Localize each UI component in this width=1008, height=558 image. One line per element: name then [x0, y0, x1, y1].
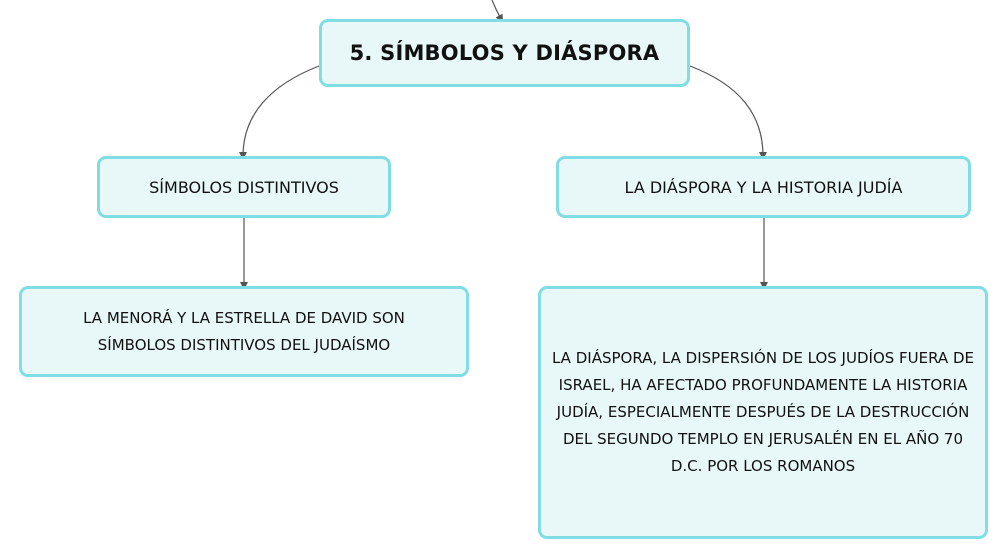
subtopic-node-simbolos[interactable]: SÍMBOLOS DISTINTIVOS: [97, 156, 391, 218]
detail-node-simbolos[interactable]: LA MENORÁ Y LA ESTRELLA DE DAVID SON SÍM…: [19, 286, 469, 377]
connector-from-parent: [491, 0, 503, 23]
detail-node-diaspora[interactable]: LA DIÁSPORA, LA DISPERSIÓN DE LOS JUDÍOS…: [538, 286, 988, 539]
subtopic-label-diaspora: LA DIÁSPORA Y LA HISTORIA JUDÍA: [624, 177, 903, 197]
root-topic-node[interactable]: 5. SÍMBOLOS Y DIÁSPORA: [319, 19, 690, 87]
subtopic-label-simbolos: SÍMBOLOS DISTINTIVOS: [149, 177, 339, 197]
connector-root-to-simbolos: [239, 65, 320, 160]
connector-root-to-diaspora: [689, 65, 767, 160]
root-topic-label: 5. SÍMBOLOS Y DIÁSPORA: [349, 41, 660, 65]
detail-text-simbolos: LA MENORÁ Y LA ESTRELLA DE DAVID SON SÍM…: [83, 308, 405, 354]
subtopic-node-diaspora[interactable]: LA DIÁSPORA Y LA HISTORIA JUDÍA: [556, 156, 971, 218]
detail-text-diaspora: LA DIÁSPORA, LA DISPERSIÓN DE LOS JUDÍOS…: [551, 349, 974, 475]
